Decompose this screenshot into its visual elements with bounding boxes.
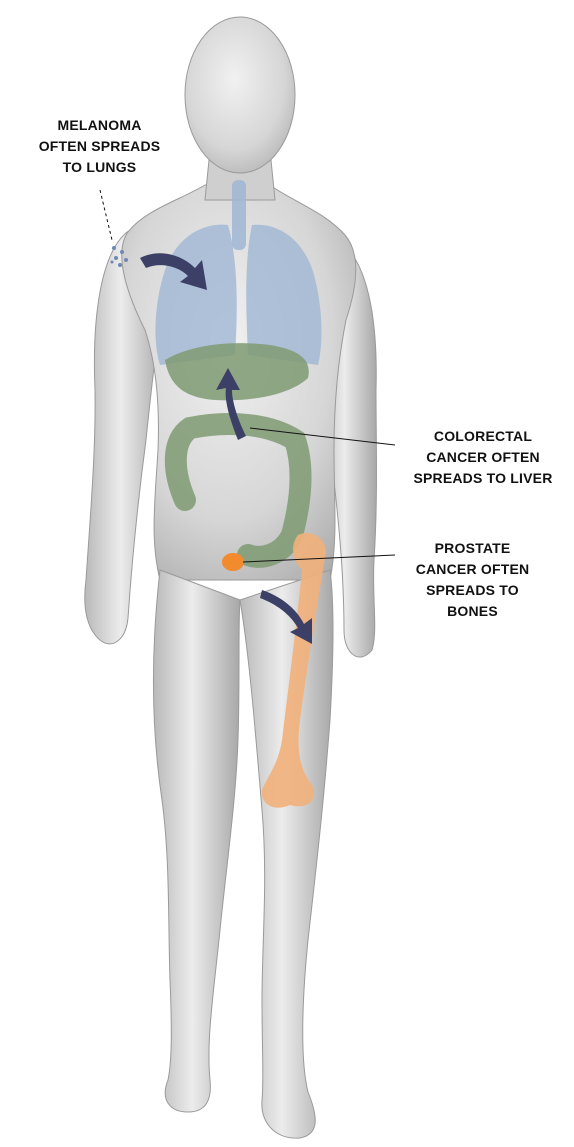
trachea <box>232 180 246 250</box>
left-leg <box>154 570 241 1112</box>
prostate-line-2: CANCER OFTEN <box>400 559 545 580</box>
prostate-line-1: PROSTATE <box>400 538 545 559</box>
prostate-annotation: PROSTATE CANCER OFTEN SPREADS TO BONES <box>400 538 545 622</box>
colorectal-line-1: COLORECTAL <box>392 426 574 447</box>
melanoma-line-3: TO LUNGS <box>12 157 187 178</box>
colorectal-line-2: CANCER OFTEN <box>392 447 574 468</box>
prostate-line-4: BONES <box>400 601 545 622</box>
melanoma-line-2: OFTEN SPREADS <box>12 136 187 157</box>
human-body <box>85 17 377 1138</box>
colorectal-line-3: SPREADS TO LIVER <box>392 468 574 489</box>
melanoma-line-1: MELANOMA <box>12 115 187 136</box>
prostate <box>222 553 244 571</box>
melanoma-leader-line <box>100 190 112 240</box>
prostate-line-3: SPREADS TO <box>400 580 545 601</box>
melanoma-annotation: MELANOMA OFTEN SPREADS TO LUNGS <box>12 115 187 178</box>
colorectal-annotation: COLORECTAL CANCER OFTEN SPREADS TO LIVER <box>392 426 574 489</box>
head <box>185 17 295 173</box>
right-leg <box>240 570 333 1138</box>
